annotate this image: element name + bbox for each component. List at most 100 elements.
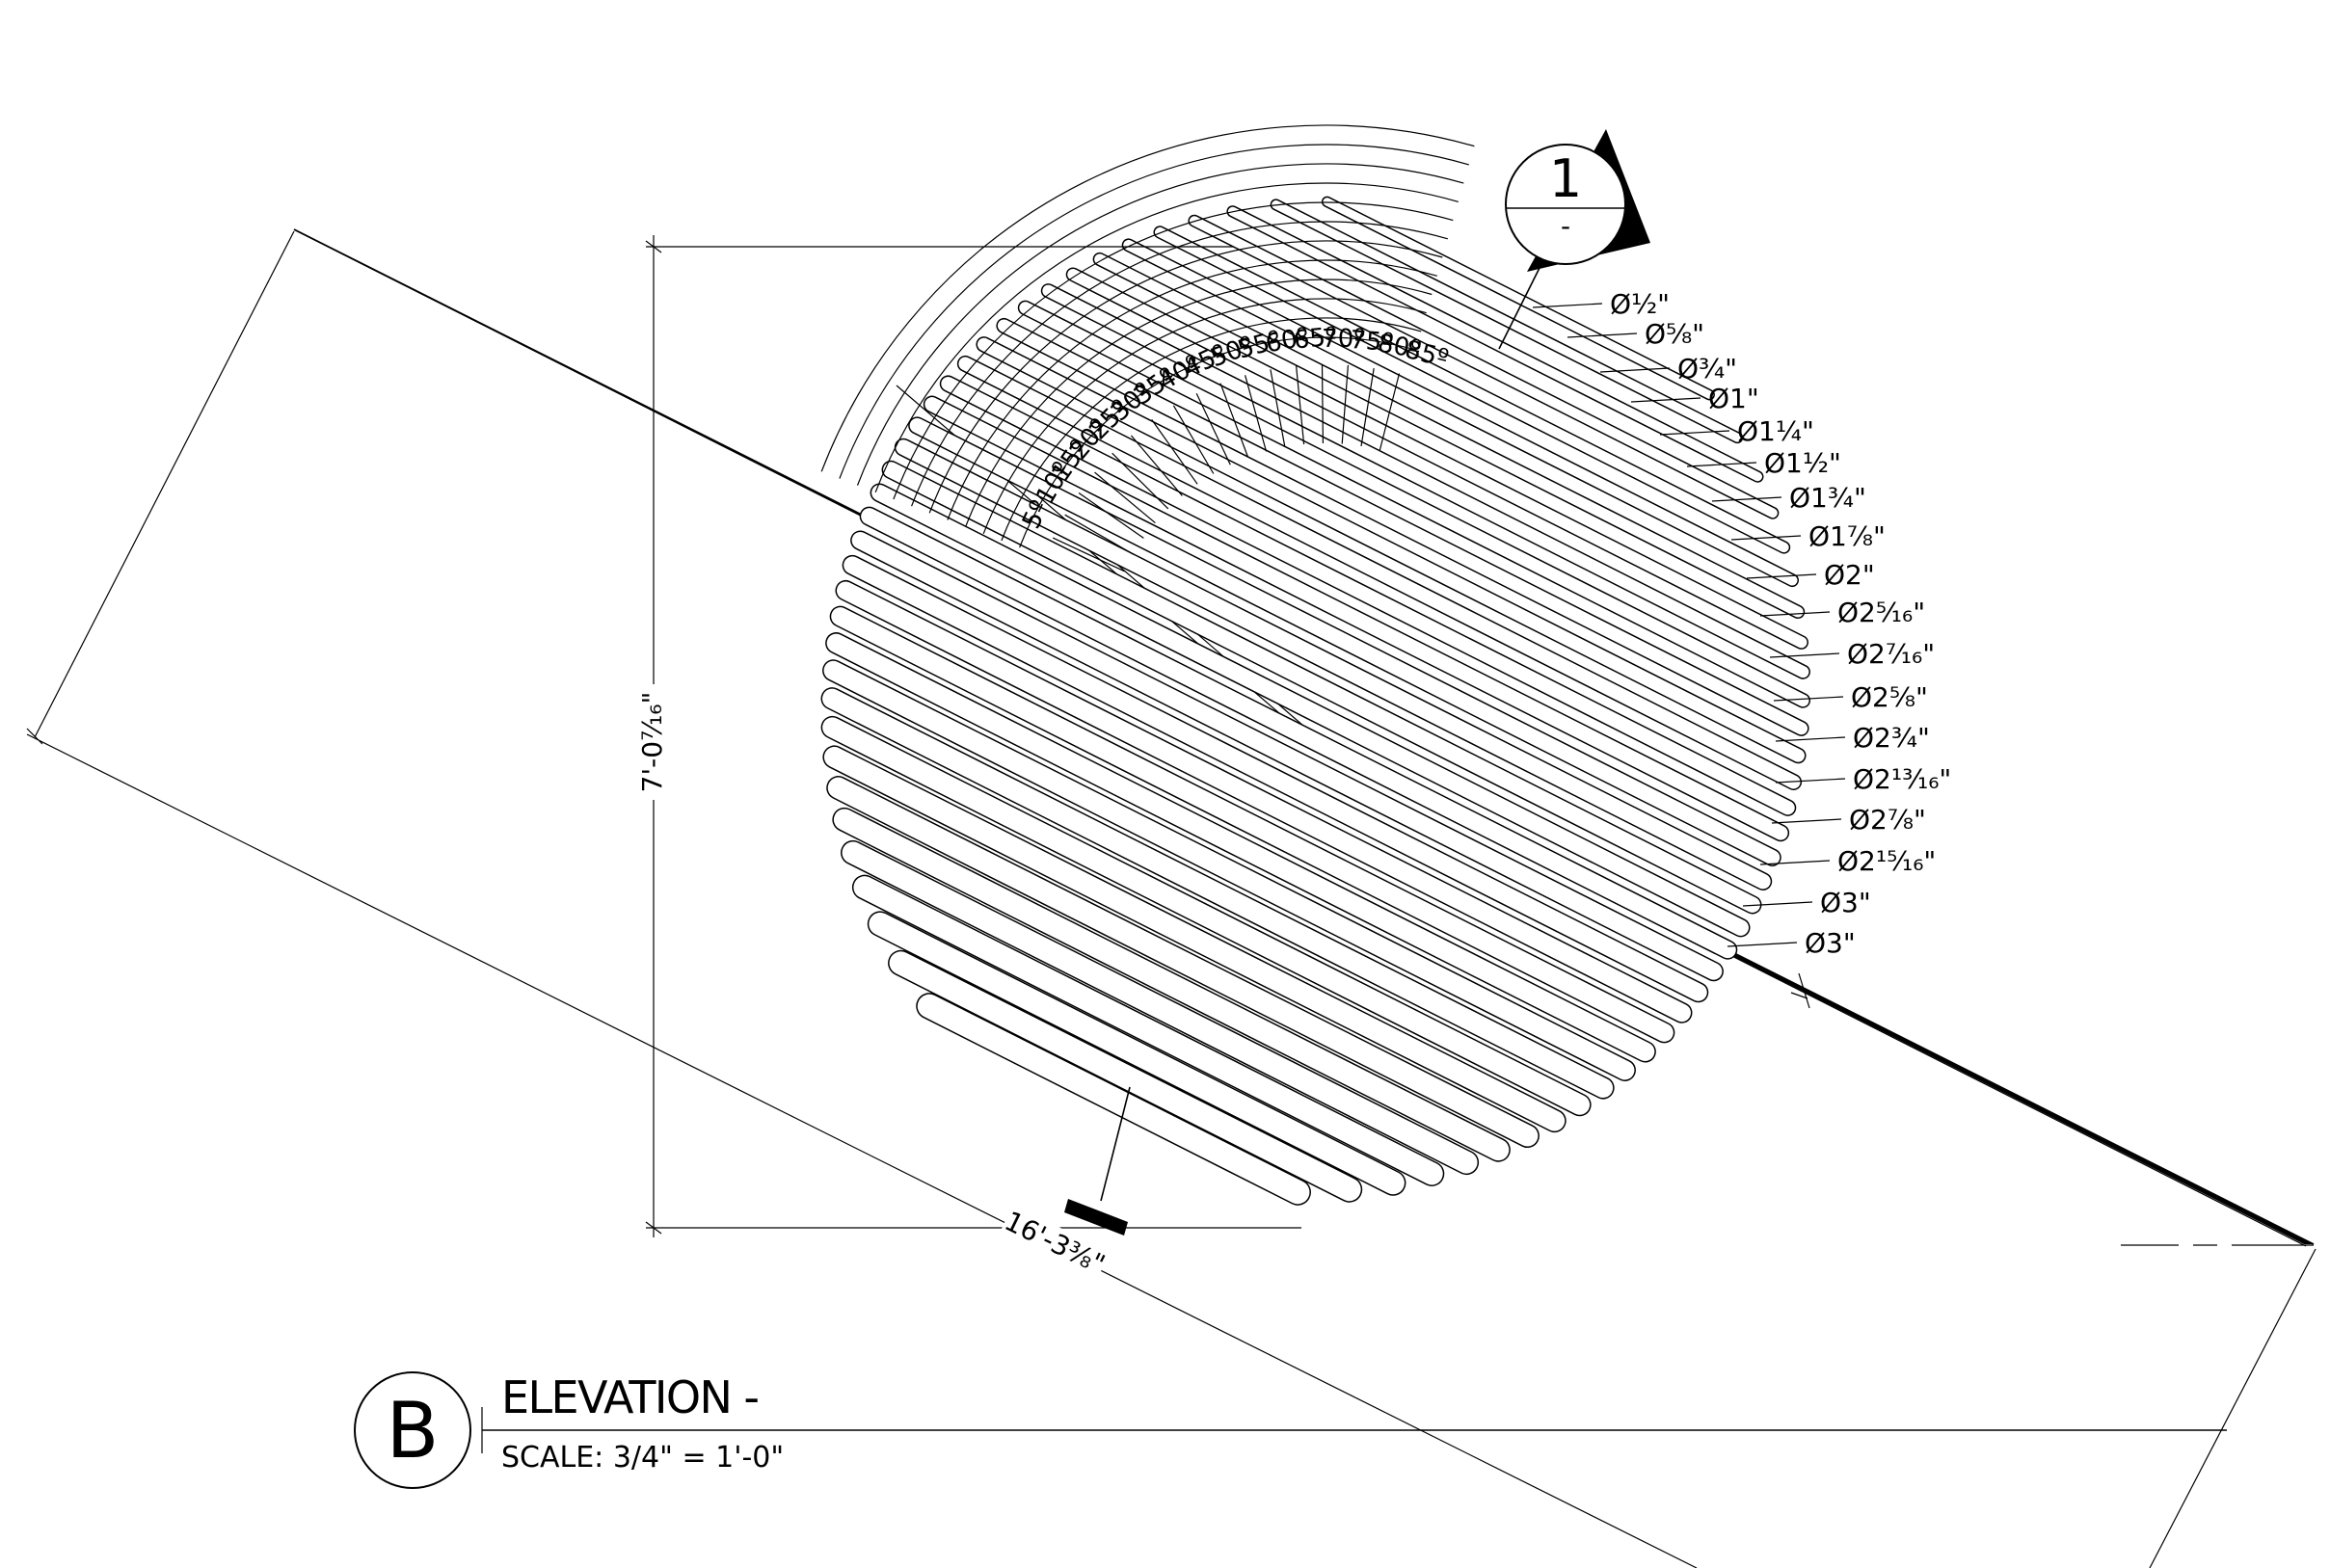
tube-bar	[1040, 283, 1810, 679]
diameter-label: Ø2¹³⁄₁₆"	[1853, 763, 1951, 795]
section-sheet: -	[1561, 210, 1570, 242]
angle-tick	[1341, 364, 1349, 444]
tube-bar	[894, 438, 1773, 890]
tube-bar	[916, 993, 1311, 1206]
tube-bar	[820, 715, 1592, 1117]
title-marker-circle	[354, 1371, 471, 1489]
angle-tick	[1130, 435, 1183, 496]
diameter-leader	[1686, 462, 1757, 467]
diameter-label: Ø2⁷⁄₈"	[1849, 804, 1926, 836]
tube-bar	[1226, 205, 1764, 483]
tube-bar	[826, 776, 1540, 1149]
tube-bar	[832, 807, 1511, 1162]
tube-bar	[1121, 238, 1800, 588]
height-dimension-label: 7'-0⁷⁄₁₆"	[636, 692, 668, 793]
tube-bar	[939, 375, 1797, 816]
tube-bar	[1017, 300, 1811, 708]
angle-tick	[1195, 392, 1231, 465]
tube-bar	[851, 874, 1445, 1186]
diameter-label: Ø2⁵⁄₈"	[1851, 681, 1928, 713]
tube-bar	[923, 395, 1790, 842]
diameter-label: Ø3"	[1820, 887, 1871, 918]
angle-arc	[1001, 317, 1422, 542]
angle-arc	[839, 144, 1469, 479]
diameter-leader	[1769, 652, 1840, 658]
diameter-leader	[1599, 367, 1671, 373]
angle-tick	[1379, 373, 1401, 451]
diameter-leader	[1630, 397, 1701, 403]
diameter-label: Ø¹⁄₂"	[1610, 288, 1670, 320]
diameter-leader	[1775, 736, 1846, 742]
diameter-label: Ø2³⁄₄"	[1853, 722, 1930, 754]
angle-arc	[1019, 336, 1416, 548]
angle-label: 65º	[1293, 322, 1339, 355]
diameter-label: Ø2⁷⁄₁₆"	[1847, 638, 1935, 670]
tube-bar	[835, 579, 1693, 1023]
tube-bar	[820, 687, 1615, 1100]
diameter-label-group: Ø¹⁄₂"Ø⁵⁄₈"Ø³⁄₄"Ø1"Ø1¹⁄₄"Ø1¹⁄₂"Ø1³⁄₄"Ø1⁷⁄…	[1532, 288, 1951, 959]
diameter-label: Ø1³⁄₄"	[1789, 482, 1866, 514]
tube-bar	[822, 659, 1636, 1081]
angle-tick	[1321, 363, 1324, 444]
angle-arc	[947, 259, 1437, 520]
angle-tick	[1172, 405, 1215, 474]
diameter-leader	[1567, 332, 1638, 338]
tube-bar	[888, 949, 1363, 1203]
tube-bar	[822, 745, 1567, 1133]
angle-arc	[982, 298, 1427, 535]
diameter-leader	[1727, 942, 1798, 947]
tube-bar	[1153, 226, 1791, 554]
tube-bar	[996, 317, 1809, 736]
angle-arc	[928, 240, 1443, 514]
diameter-leader	[1771, 818, 1842, 824]
title-block: B ELEVATION - SCALE: 3/4" = 1'-0"	[354, 1371, 2227, 1489]
angle-tick	[1245, 375, 1268, 452]
diameter-label: Ø1"	[1708, 383, 1759, 414]
tube-bar	[881, 460, 1762, 915]
angle-arc	[911, 221, 1448, 507]
angle-arc	[874, 182, 1459, 493]
angle-arc-fan	[820, 124, 1475, 548]
tube-bar	[841, 839, 1480, 1176]
angle-label: 70º	[1322, 325, 1366, 354]
diameter-label: Ø1¹⁄₂"	[1764, 447, 1841, 479]
angle-tick	[1360, 368, 1375, 447]
angle-label: 75º	[1349, 326, 1394, 358]
diameter-leader	[1759, 860, 1831, 865]
diameter-label: Ø3"	[1805, 927, 1856, 959]
diameter-leader	[1746, 573, 1817, 579]
diameter-leader	[1775, 778, 1846, 784]
angle-arc	[820, 124, 1475, 472]
tube-bar	[850, 530, 1724, 982]
angle-tick	[1064, 514, 1134, 555]
tube-bar	[1270, 199, 1744, 444]
angle-tick	[1151, 419, 1198, 485]
diameter-label: Ø2¹⁵⁄₁₆"	[1837, 845, 1936, 877]
diameter-leader	[1730, 535, 1802, 541]
tube-bar	[825, 632, 1656, 1063]
angle-arc	[893, 201, 1454, 500]
tube-bar	[1321, 196, 1715, 401]
tube-bar	[1092, 252, 1806, 619]
diameter-leader	[1742, 901, 1813, 907]
angle-arc	[965, 279, 1433, 527]
section-marker: 1 -	[1498, 129, 1650, 350]
title-text: ELEVATION -	[501, 1371, 760, 1423]
tube-bar	[1065, 267, 1808, 650]
tube-bar	[976, 336, 1807, 764]
diameter-label: Ø2⁵⁄₁₆"	[1837, 597, 1925, 628]
diameter-leader	[1659, 430, 1730, 436]
angle-tick	[1052, 537, 1125, 572]
angle-tick	[1270, 369, 1286, 448]
tube-bar	[956, 355, 1803, 790]
angle-tick	[1078, 492, 1144, 539]
tube-bar	[867, 911, 1406, 1196]
title-marker: B	[387, 1386, 440, 1475]
tube-bar	[842, 554, 1709, 1003]
diameter-leader	[1532, 303, 1603, 308]
height-dimension: 7'-0⁷⁄₁₆"	[634, 235, 1301, 1237]
diameter-label: Ø2"	[1824, 559, 1875, 591]
angle-tick	[1111, 452, 1169, 510]
angle-arc	[856, 163, 1464, 486]
